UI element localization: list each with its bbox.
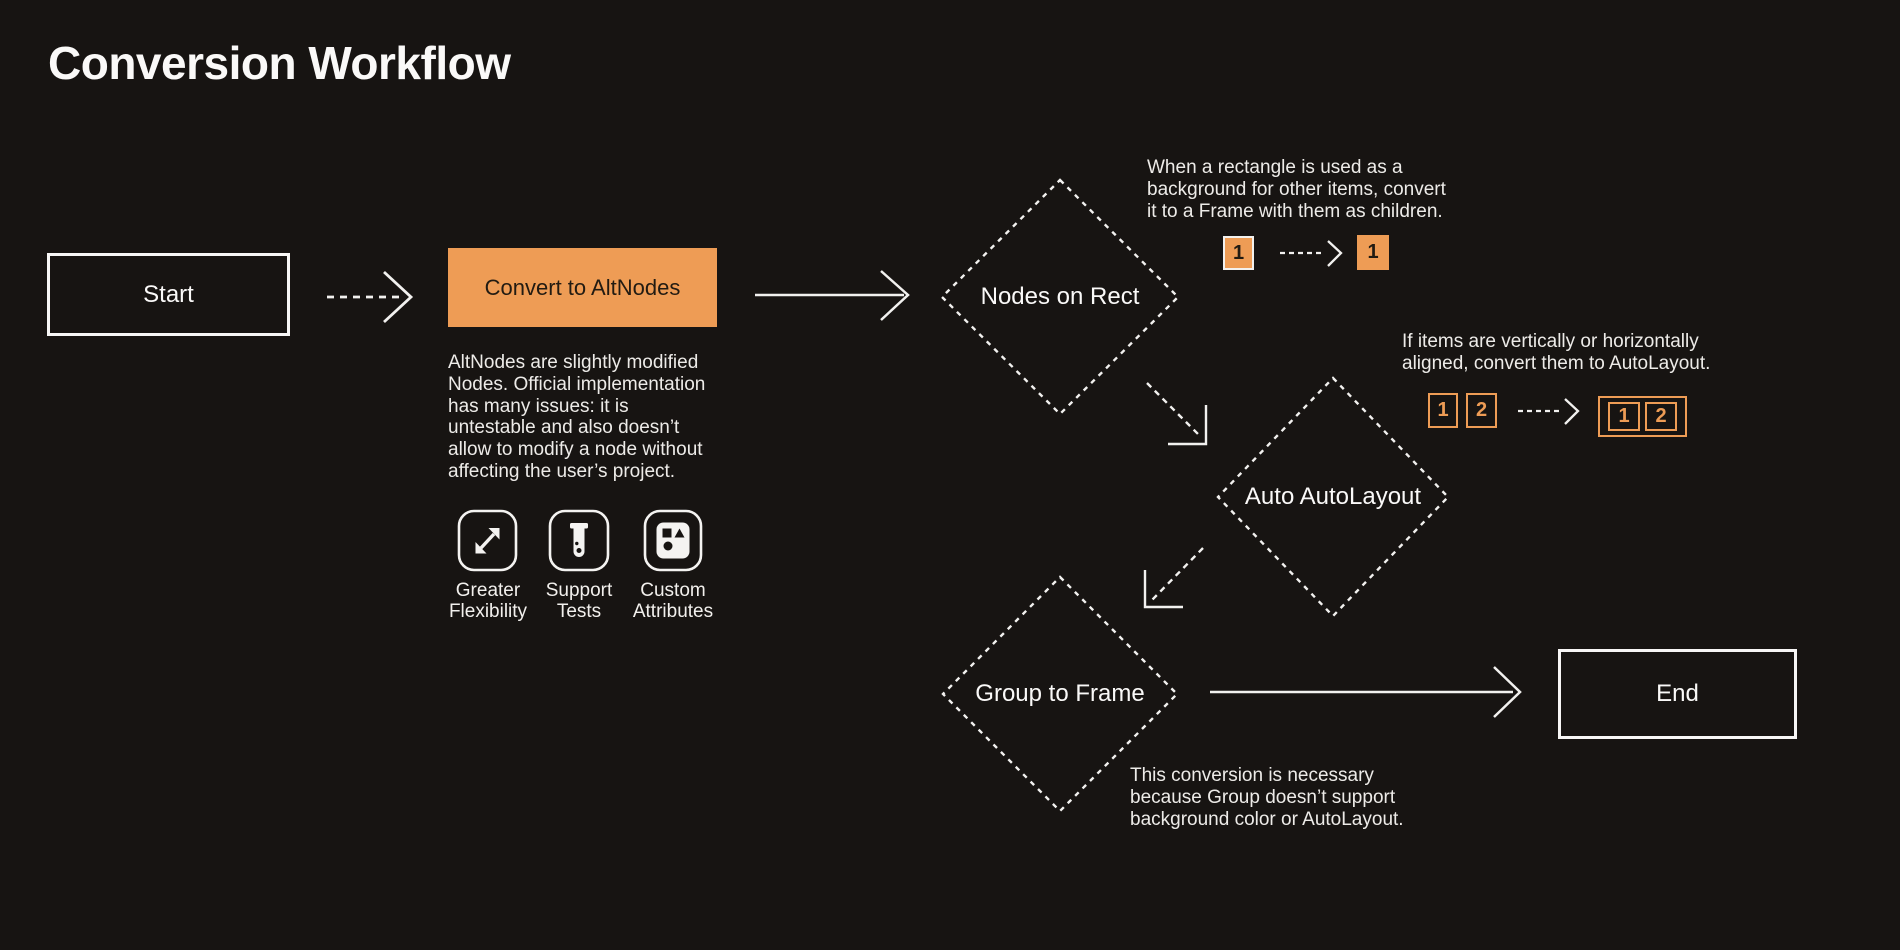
arrow-start-to-convert [327,270,414,324]
end-node-label: End [1656,680,1699,707]
benefit-label-greater-flexibility: Greater Flexibility [448,580,528,622]
start-node: Start [47,253,290,336]
note2-convert-arrow [1518,398,1580,425]
benefit-label-custom-attributes: Custom Attributes [632,580,714,622]
convert-to-altnodes-node: Convert to AltNodes [448,248,717,327]
altnodes-description: AltNodes are slightly modified Nodes. Of… [448,352,706,482]
nodes-on-rect-note: When a rectangle is used as a background… [1147,157,1446,222]
arrow-auto-autolayout-to-group-to-frame [1143,547,1204,609]
note2-before-chip-2: 2 [1466,393,1497,428]
benefit-greater-flexibility [457,509,518,577]
arrow-nodes-on-rect-to-auto-autolayout [1146,382,1208,446]
benefit-label-support-tests: Support Tests [545,580,613,622]
nodes-on-rect-label: Nodes on Rect [980,283,1140,310]
convert-to-altnodes-label: Convert to AltNodes [484,274,681,300]
page-title: Conversion Workflow [48,37,511,89]
expand-arrows-icon [457,509,518,572]
arrow-convert-to-nodes-on-rect [755,270,910,321]
note1-after-chip: 1 [1357,235,1389,270]
note2-after-chip-2: 2 [1645,402,1677,431]
group-to-frame-note: This conversion is necessary because Gro… [1130,765,1404,830]
note1-convert-arrow [1280,240,1343,267]
note1-before-chip: 1 [1223,236,1254,270]
auto-autolayout-note: If items are vertically or horizontally … [1402,331,1711,374]
shapes-icon [643,509,703,572]
note2-autolayout-frame: 1 2 [1598,396,1687,437]
arrow-group-to-frame-to-end [1210,666,1522,718]
auto-autolayout-label: Auto AutoLayout [1244,483,1422,510]
start-node-label: Start [143,280,194,308]
end-node: End [1558,649,1797,739]
note2-before-chip-1: 1 [1428,393,1458,428]
benefit-support-tests [548,509,610,577]
note2-after-chip-1: 1 [1608,402,1640,431]
benefit-custom-attributes [643,509,703,577]
test-tube-icon [548,509,610,572]
group-to-frame-label: Group to Frame [975,680,1145,707]
